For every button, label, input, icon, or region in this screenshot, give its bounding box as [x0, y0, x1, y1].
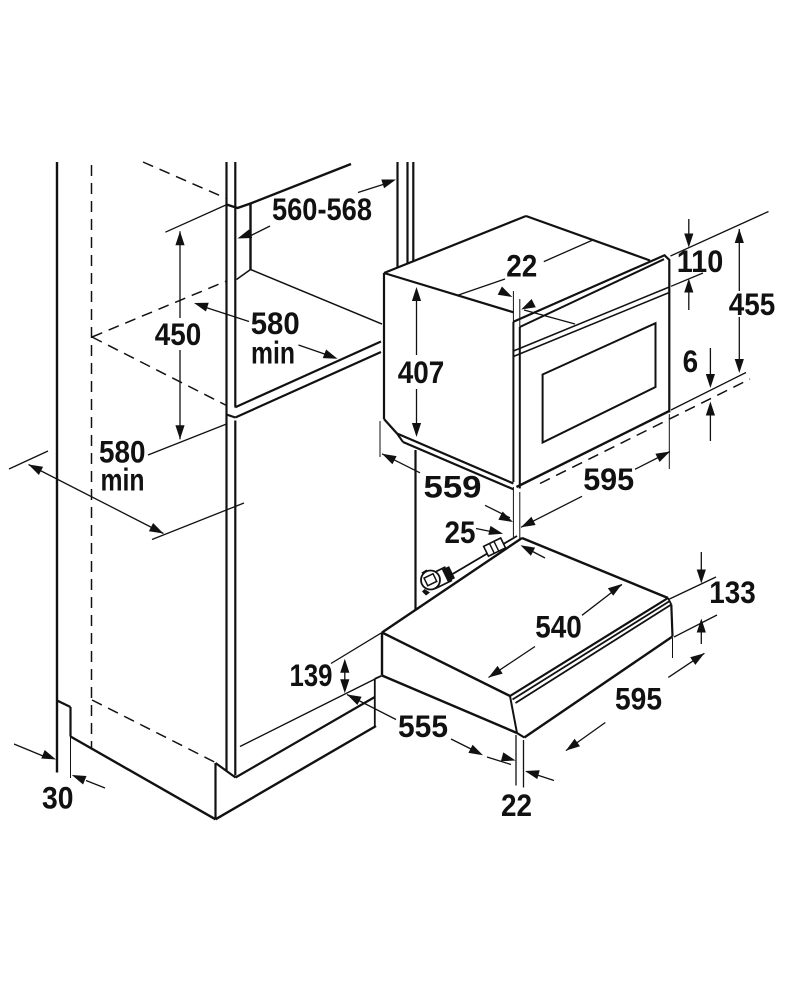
svg-text:560-568: 560-568: [272, 191, 372, 227]
svg-text:22: 22: [501, 787, 532, 823]
svg-text:30: 30: [42, 780, 74, 816]
svg-text:595: 595: [615, 681, 662, 717]
svg-text:455: 455: [729, 286, 776, 322]
svg-text:450: 450: [155, 316, 202, 352]
svg-text:540: 540: [535, 609, 582, 645]
svg-text:555: 555: [398, 708, 448, 744]
svg-text:6: 6: [683, 343, 699, 379]
svg-text:25: 25: [445, 514, 476, 550]
svg-text:580: 580: [251, 305, 300, 341]
svg-text:407: 407: [398, 354, 445, 390]
svg-text:580: 580: [99, 434, 146, 470]
svg-text:110: 110: [677, 243, 724, 279]
svg-text:139: 139: [290, 657, 333, 693]
svg-text:min: min: [251, 335, 295, 371]
svg-text:133: 133: [709, 574, 756, 610]
svg-text:559: 559: [424, 469, 482, 505]
svg-text:22: 22: [506, 248, 537, 284]
svg-text:595: 595: [583, 461, 634, 497]
svg-text:min: min: [101, 462, 145, 498]
